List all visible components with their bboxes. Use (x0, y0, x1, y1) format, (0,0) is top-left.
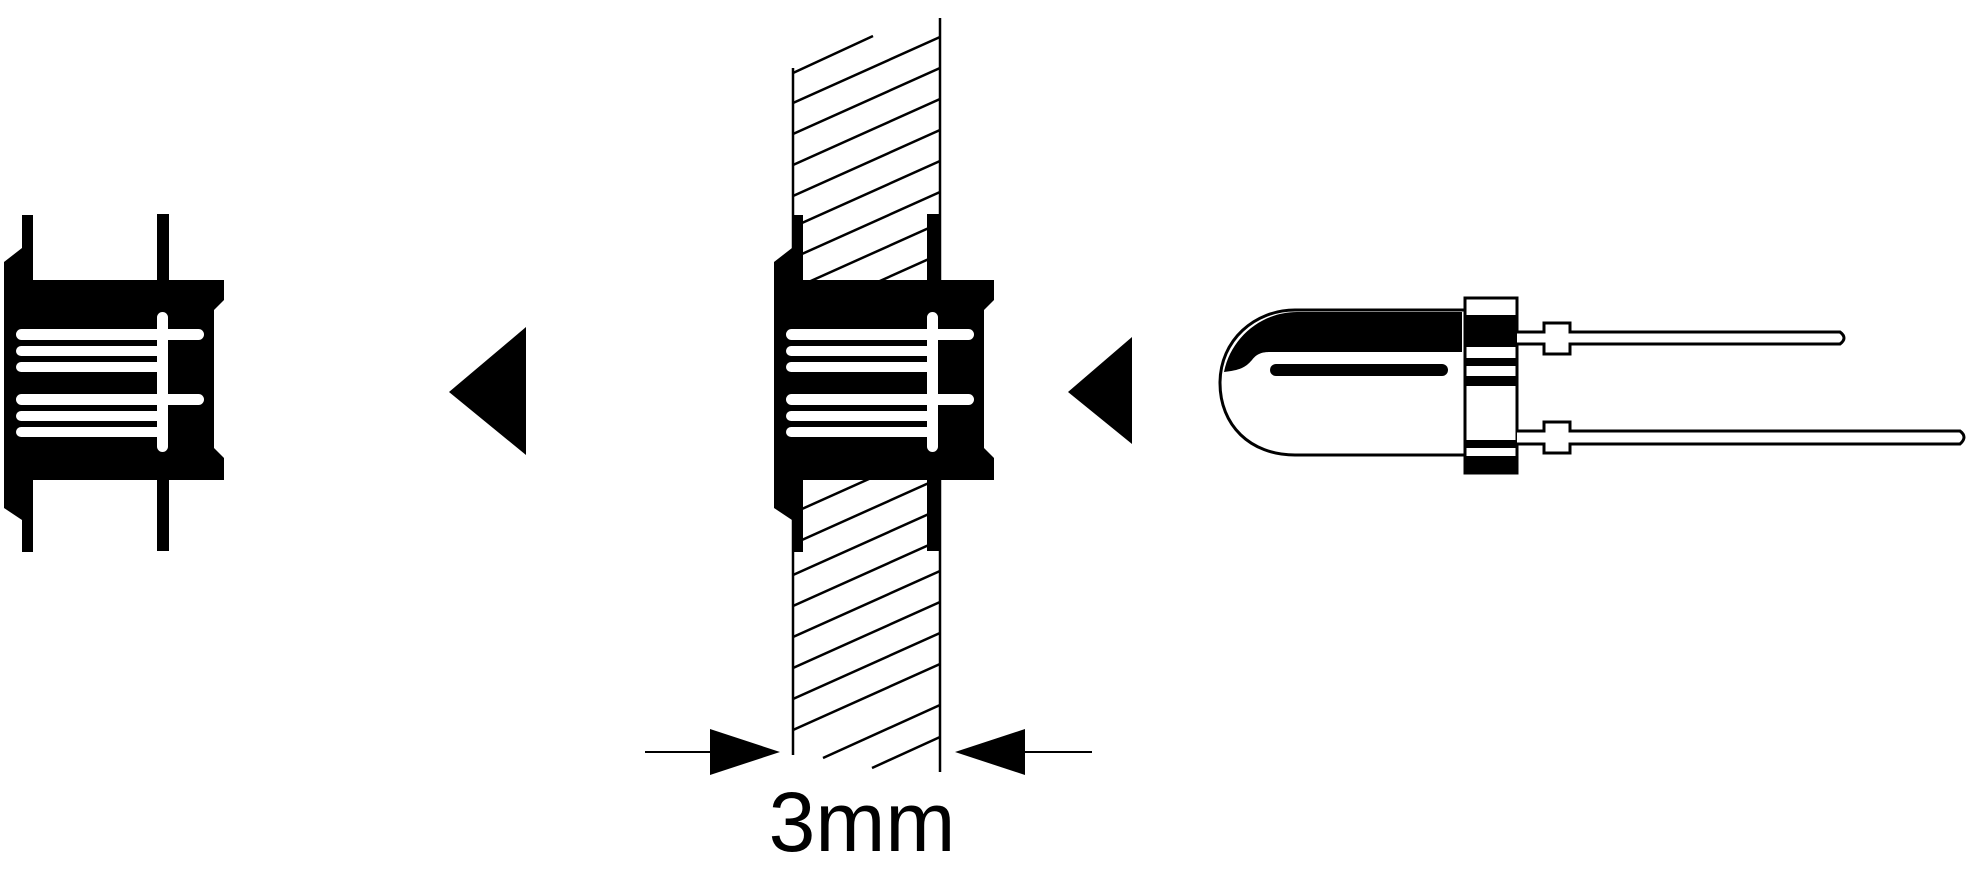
led-holder-loose (4, 214, 224, 552)
dimension-arrow-right (955, 729, 1025, 775)
panel-wall-section (791, 18, 942, 772)
insert-arrow-right (1068, 337, 1132, 444)
insert-arrow-left (449, 327, 526, 455)
dimension-arrow-left (710, 729, 780, 775)
dimension-label: 3mm (768, 775, 956, 869)
led-lead-cathode (1517, 420, 1966, 455)
led-component (1218, 296, 1966, 475)
thickness-dimension (645, 729, 1092, 775)
led-lead-anode (1517, 321, 1846, 356)
led-holder-mounted (774, 214, 994, 552)
